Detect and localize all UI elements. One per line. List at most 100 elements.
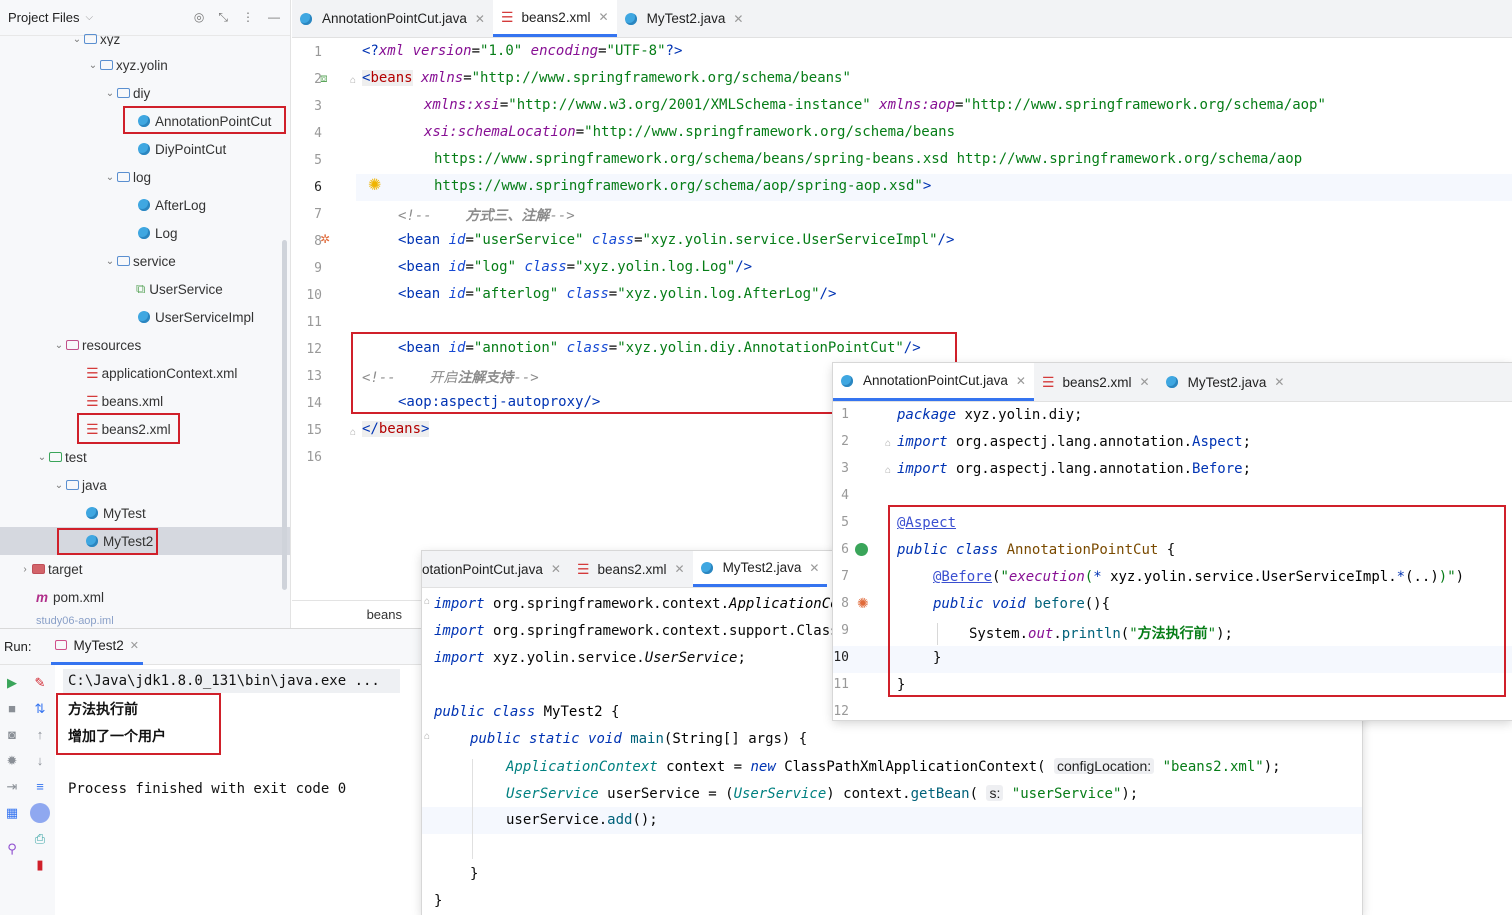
- xml-icon: ☰: [576, 560, 590, 577]
- xml-icon: ☰: [500, 8, 514, 25]
- aspect-marker-icon[interactable]: [855, 543, 868, 556]
- tab-beans2-xml[interactable]: ☰beans2.xml✕: [1041, 373, 1150, 390]
- print-icon[interactable]: ⎙: [34, 831, 46, 846]
- close-icon[interactable]: ✕: [674, 562, 685, 576]
- tree-item-mytest[interactable]: MyTest: [0, 499, 290, 527]
- run-label: Run:: [4, 639, 32, 654]
- more-icon[interactable]: ⋮: [242, 10, 254, 24]
- collapse-icon[interactable]: ⤡: [218, 10, 228, 24]
- tree-item-java[interactable]: ⌄java: [0, 471, 290, 499]
- stop-icon[interactable]: ■: [8, 701, 16, 716]
- code-line: public class MyTest2 {: [434, 704, 620, 720]
- tree-item-annotationpointcut[interactable]: AnnotationPointCut: [0, 107, 290, 135]
- down-icon[interactable]: ↓: [36, 753, 44, 768]
- up-icon[interactable]: ↑: [36, 727, 44, 742]
- java-class-icon: [86, 507, 98, 519]
- layout-icon[interactable]: ▦: [5, 805, 19, 820]
- bean-icon[interactable]: ✲: [320, 232, 331, 246]
- run-toolbar: ▶ ✎ ■ ⇅ ◙ ↑ ✹ ↓ ⇥ ≡ ▦ ⎙ ⚲ ▮: [0, 665, 55, 915]
- tree-item-beans-xml[interactable]: ☰beans.xml: [86, 392, 164, 409]
- tab-beans2-xml[interactable]: ☰beans2.xml✕: [576, 560, 685, 577]
- camera-icon[interactable]: ◙: [8, 727, 16, 742]
- spring-bean-icon[interactable]: ⧈: [320, 71, 328, 85]
- fold-icon[interactable]: ⌂: [350, 427, 357, 438]
- tree-item-xyz[interactable]: ⌄xyz: [0, 32, 290, 46]
- sort-icon[interactable]: ⇅: [34, 701, 46, 716]
- trash-icon[interactable]: ▮: [36, 857, 44, 872]
- scroll-to-end-icon[interactable]: [30, 803, 50, 823]
- code-line: <bean id="userService" class="xyz.yolin.…: [398, 232, 955, 248]
- current-line-highlight: [833, 646, 1512, 673]
- rerun-icon[interactable]: ▶: [7, 675, 17, 690]
- code-line: @Before("execution(* xyz.yolin.service.U…: [933, 569, 1465, 585]
- fold-icon[interactable]: ⌂: [424, 596, 431, 607]
- tree-item-applicationcontext-xml[interactable]: ☰applicationContext.xml: [86, 364, 238, 381]
- chevron-down-icon[interactable]: ⌵: [85, 12, 94, 23]
- project-view-title[interactable]: Project Files: [8, 10, 80, 25]
- hide-icon[interactable]: —: [268, 10, 280, 24]
- line-number: 4: [841, 488, 849, 503]
- locate-icon[interactable]: ◎: [193, 10, 205, 24]
- annotationpointcut-editor-window[interactable]: AnnotationPointCut.java✕ ☰beans2.xml✕ My…: [833, 363, 1512, 720]
- lightbulb-icon[interactable]: ✺: [368, 177, 382, 194]
- tab-annotationpointcut[interactable]: otationPointCut.java✕: [422, 561, 561, 577]
- tree-item-xyz-yolin[interactable]: ⌄xyz.yolin: [0, 51, 290, 79]
- tree-item-userserviceimpl[interactable]: UserServiceImpl: [0, 303, 290, 331]
- fold-icon[interactable]: ⌂: [885, 465, 892, 476]
- package-icon: [117, 88, 130, 98]
- fold-icon[interactable]: ⌂: [350, 75, 357, 86]
- tree-item-service[interactable]: ⌄service: [0, 247, 290, 275]
- tree-item-diy[interactable]: ⌄diy: [0, 79, 290, 107]
- tree-item-log[interactable]: ⌄log: [0, 163, 290, 191]
- close-icon[interactable]: ✕: [809, 560, 820, 575]
- advice-marker-icon[interactable]: ✺: [857, 595, 869, 611]
- tree-item-beans2-xml[interactable]: ☰beans2.xml: [86, 420, 171, 437]
- folder-icon: [84, 34, 97, 44]
- breadcrumb-item[interactable]: beans: [366, 607, 402, 622]
- line-number: 15: [306, 423, 322, 438]
- tree-item-test[interactable]: ⌄test: [0, 443, 290, 471]
- line-number: 7: [314, 207, 322, 222]
- code-line: <bean id="annotion" class="xyz.yolin.diy…: [398, 340, 921, 356]
- chevron-down-icon: ⌄: [54, 479, 64, 491]
- tab-annotationpointcut[interactable]: AnnotationPointCut.java✕: [833, 363, 1034, 401]
- tree-item-mytest2[interactable]: MyTest2: [0, 527, 290, 555]
- bug-icon[interactable]: ✹: [6, 753, 18, 768]
- code-line: https://www.springframework.org/schema/b…: [434, 151, 1303, 167]
- xml-editor[interactable]: 1 2 3 4 5 6 7 8 9 10 11 12 13 14 15 16 ⧈…: [292, 39, 1512, 599]
- fold-icon[interactable]: ⌂: [424, 731, 431, 742]
- exit-icon[interactable]: ⇥: [6, 779, 18, 794]
- tree-item-afterlog[interactable]: AfterLog: [0, 191, 290, 219]
- soft-wrap-icon[interactable]: ≡: [36, 779, 44, 794]
- tab-beans2-xml[interactable]: ☰beans2.xml✕: [492, 0, 617, 37]
- editor-tab-bar: AnnotationPointCut.java✕ ☰beans2.xml✕ My…: [292, 0, 1512, 38]
- close-icon[interactable]: ✕: [1015, 373, 1026, 388]
- tab-mytest2[interactable]: MyTest2.java✕: [1158, 363, 1293, 401]
- tree-item-log-class[interactable]: Log: [0, 219, 290, 247]
- interface-icon: ⧉: [136, 281, 146, 296]
- close-icon[interactable]: ✕: [598, 10, 609, 24]
- pin-icon[interactable]: ⚲: [7, 841, 17, 856]
- close-icon[interactable]: ✕: [129, 639, 139, 652]
- current-line-highlight: [292, 174, 1512, 201]
- close-icon[interactable]: ✕: [474, 11, 485, 26]
- tab-mytest2[interactable]: MyTest2.java✕: [617, 0, 752, 37]
- editor-tab-bar: AnnotationPointCut.java✕ ☰beans2.xml✕ My…: [833, 363, 1512, 402]
- tree-item-userservice[interactable]: ⧉UserService: [136, 281, 223, 297]
- tree-scrollbar[interactable]: [282, 240, 287, 590]
- tree-item-iml[interactable]: study06-aop.iml: [36, 615, 114, 627]
- edit-config-icon[interactable]: ✎: [34, 675, 46, 690]
- close-icon[interactable]: ✕: [733, 11, 744, 26]
- code-line: import org.springframework.context.Appli…: [434, 596, 889, 612]
- tab-annotationpointcut[interactable]: AnnotationPointCut.java✕: [292, 0, 493, 37]
- tree-item-resources[interactable]: ⌄resources: [0, 331, 290, 359]
- tab-mytest2[interactable]: MyTest2.java✕: [692, 551, 828, 587]
- fold-icon[interactable]: ⌂: [885, 438, 892, 449]
- tree-item-diypointcut[interactable]: DiyPointCut: [0, 135, 290, 163]
- tree-item-target[interactable]: ›target: [0, 555, 290, 583]
- close-icon[interactable]: ✕: [1274, 375, 1285, 389]
- run-tab[interactable]: MyTest2 ✕: [51, 629, 143, 665]
- close-icon[interactable]: ✕: [550, 562, 561, 576]
- close-icon[interactable]: ✕: [1139, 375, 1150, 389]
